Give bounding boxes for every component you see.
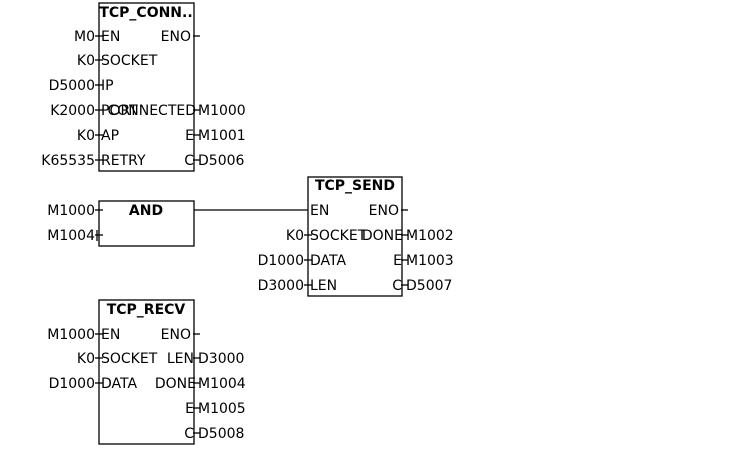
- tcp-conn-socket-pin: SOCKET: [101, 53, 158, 69]
- tcp-send-socket-var: K0: [286, 228, 304, 244]
- tcp-recv-data-var: D1000: [49, 376, 95, 392]
- tcp-send-box[interactable]: [307, 176, 403, 297]
- tcp-recv-data-pin: DATA: [101, 376, 137, 392]
- tcp-recv-en-pin: EN: [101, 327, 120, 343]
- tcp-conn-port-var: K2000: [50, 103, 95, 119]
- and-box[interactable]: [98, 200, 195, 247]
- tcp-send-len-var: D3000: [258, 278, 304, 294]
- tcp-recv-socket-var: K0: [77, 351, 95, 367]
- tcp-conn-e-var: M1001: [198, 128, 246, 144]
- tcp-send-c-pin: C: [392, 278, 402, 294]
- tcp-conn-retry-pin: RETRY: [101, 153, 146, 169]
- tcp-recv-done-var: M1004: [198, 376, 246, 392]
- tcp-recv-box[interactable]: [98, 299, 195, 445]
- tcp-conn-port-pin: PORT: [101, 103, 138, 119]
- tcp-send-done-var: M1002: [406, 228, 454, 244]
- tcp-recv-c-pin: C: [184, 426, 194, 442]
- tcp-conn-c-pin: C: [184, 153, 194, 169]
- tcp-send-done-pin: DONE: [362, 228, 403, 244]
- and-in1-var: M1000: [47, 203, 95, 219]
- tcp-send-len-pin: LEN: [310, 278, 337, 294]
- tcp-send-en-pin: EN: [310, 203, 329, 219]
- tcp-conn-c-var: D5006: [198, 153, 245, 169]
- tcp-conn-block[interactable]: TCP_CONN.. M0 EN ENO K0 SOCKET D5000 IP …: [41, 2, 246, 172]
- tcp-recv-done-pin: DONE: [155, 376, 196, 392]
- tcp-conn-ap-pin: AP: [101, 128, 119, 144]
- tcp-send-eno-pin: ENO: [369, 203, 399, 219]
- tcp-recv-socket-pin: SOCKET: [101, 351, 158, 367]
- tcp-recv-len-pin: LEN: [167, 351, 194, 367]
- tcp-recv-len-var: D3000: [198, 351, 244, 367]
- tcp-conn-eno-pin: ENO: [161, 29, 191, 45]
- tcp-send-socket-pin: SOCKET: [310, 228, 367, 244]
- tcp-recv-en-var: M1000: [47, 327, 95, 343]
- tcp-send-block[interactable]: TCP_SEND EN ENO K0 SOCKET DONE M1002 D10…: [258, 176, 454, 297]
- tcp-conn-en-pin: EN: [101, 29, 120, 45]
- tcp-recv-block[interactable]: TCP_RECV M1000 EN ENO K0 SOCKET LEN D300…: [47, 299, 246, 445]
- tcp-send-data-var: D1000: [258, 253, 304, 269]
- tcp-conn-ip-var: D5000: [49, 78, 95, 94]
- tcp-send-c-var: D5007: [406, 278, 452, 294]
- tcp-conn-ip-pin: IP: [101, 78, 114, 94]
- tcp-conn-title: TCP_CONN..: [99, 5, 192, 21]
- tcp-conn-retry-var: K65535: [41, 153, 95, 169]
- tcp-conn-en-var: M0: [74, 29, 95, 45]
- tcp-conn-ap-var: K0: [77, 128, 95, 144]
- tcp-conn-connected-pin: CONNECTED: [107, 103, 196, 119]
- tcp-send-e-pin: E: [393, 253, 402, 269]
- tcp-conn-e-pin: E: [185, 128, 194, 144]
- tcp-send-e-var: M1003: [406, 253, 454, 269]
- tcp-conn-socket-var: K0: [77, 53, 95, 69]
- and-title: AND: [129, 203, 163, 219]
- tcp-conn-box[interactable]: [98, 2, 195, 172]
- tcp-recv-eno-pin: ENO: [161, 327, 191, 343]
- tcp-recv-c-var: D5008: [198, 426, 244, 442]
- and-in2-var: M1004: [47, 228, 95, 244]
- tcp-send-title: TCP_SEND: [315, 178, 395, 194]
- tcp-recv-title: TCP_RECV: [107, 302, 186, 318]
- tcp-conn-connected-var: M1000: [198, 103, 246, 119]
- tcp-send-data-pin: DATA: [310, 253, 346, 269]
- and-block[interactable]: AND M1000 M1004: [47, 200, 195, 247]
- tcp-recv-e-var: M1005: [198, 401, 246, 417]
- tcp-recv-e-pin: E: [185, 401, 194, 417]
